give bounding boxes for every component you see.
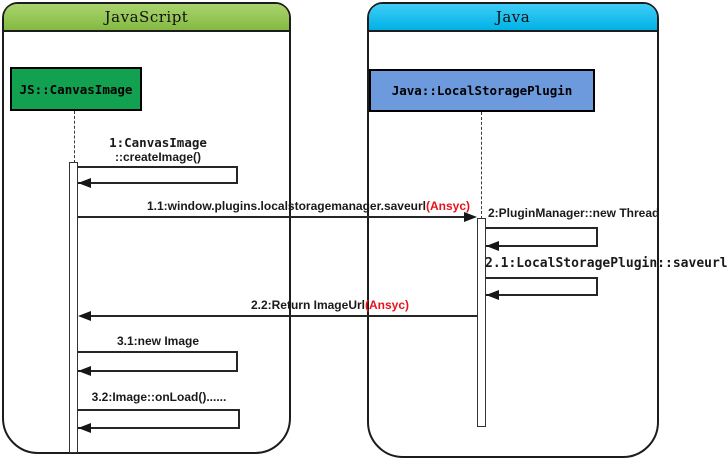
message-3-1-self-arrow bbox=[78, 351, 238, 372]
message-2-self-arrow bbox=[486, 227, 598, 247]
message-3-2-arrowhead-icon bbox=[78, 423, 91, 433]
frame-java-title: Java bbox=[495, 8, 531, 26]
message-1-label-line2: ::createImage() bbox=[114, 150, 202, 164]
message-3-1-label: 3.1:new Image bbox=[116, 334, 200, 348]
message-1-1-async-tag: (Ansyc) bbox=[425, 199, 470, 213]
message-2-2-label: 2.2:Return ImageUrl(Ansyc) bbox=[251, 298, 409, 312]
message-1-label: 1:CanvasImage ::createImage() bbox=[78, 135, 238, 165]
message-1-1-arrowhead-icon bbox=[464, 212, 477, 222]
message-1-arrowhead-icon bbox=[78, 178, 91, 188]
message-3-1-arrowhead-icon bbox=[78, 366, 91, 376]
message-2-arrowhead-icon bbox=[486, 241, 499, 251]
message-2-2-async-tag: (Ansyc) bbox=[364, 298, 409, 312]
message-3-2-self-arrow bbox=[78, 409, 240, 429]
java-activation-bar bbox=[477, 218, 486, 427]
message-1-1-arrow bbox=[78, 216, 470, 218]
message-2-1-arrowhead-icon bbox=[486, 290, 499, 300]
js-canvasimage-lifeline bbox=[74, 111, 75, 163]
message-2-label: 2:PluginManager::new Thread bbox=[488, 206, 660, 220]
frame-java: Java bbox=[367, 2, 659, 458]
message-1-self-arrow bbox=[78, 166, 238, 184]
message-1-1-label: 1.1:window.plugins.localstoragemanager.s… bbox=[147, 199, 470, 213]
message-3-2-label: 3.2:Image::onLoad()...... bbox=[91, 390, 227, 404]
message-2-2-arrow bbox=[86, 315, 477, 317]
frame-java-header: Java bbox=[369, 4, 657, 32]
message-2-2-arrowhead-icon bbox=[78, 311, 91, 321]
object-js-canvasimage-label: JS::CanvasImage bbox=[19, 81, 133, 97]
object-js-canvasimage: JS::CanvasImage bbox=[10, 67, 142, 111]
object-java-localstorageplugin-label: Java::LocalStoragePlugin bbox=[391, 83, 573, 98]
object-java-localstorageplugin: Java::LocalStoragePlugin bbox=[369, 69, 595, 112]
frame-javascript-header: JavaScript bbox=[4, 4, 289, 32]
js-activation-bar bbox=[69, 162, 78, 453]
message-2-1-label: 2.1:LocalStoragePlugin::saveurl bbox=[485, 256, 728, 271]
frame-javascript-title: JavaScript bbox=[104, 8, 189, 26]
message-1-label-line1: 1:CanvasImage bbox=[109, 135, 207, 150]
message-2-1-self-arrow bbox=[486, 277, 598, 296]
message-2-2-text: 2.2:Return ImageUrl bbox=[250, 298, 365, 312]
java-localstorageplugin-lifeline bbox=[481, 112, 482, 219]
message-1-1-text: 1.1:window.plugins.localstoragemanager.s… bbox=[147, 199, 426, 213]
